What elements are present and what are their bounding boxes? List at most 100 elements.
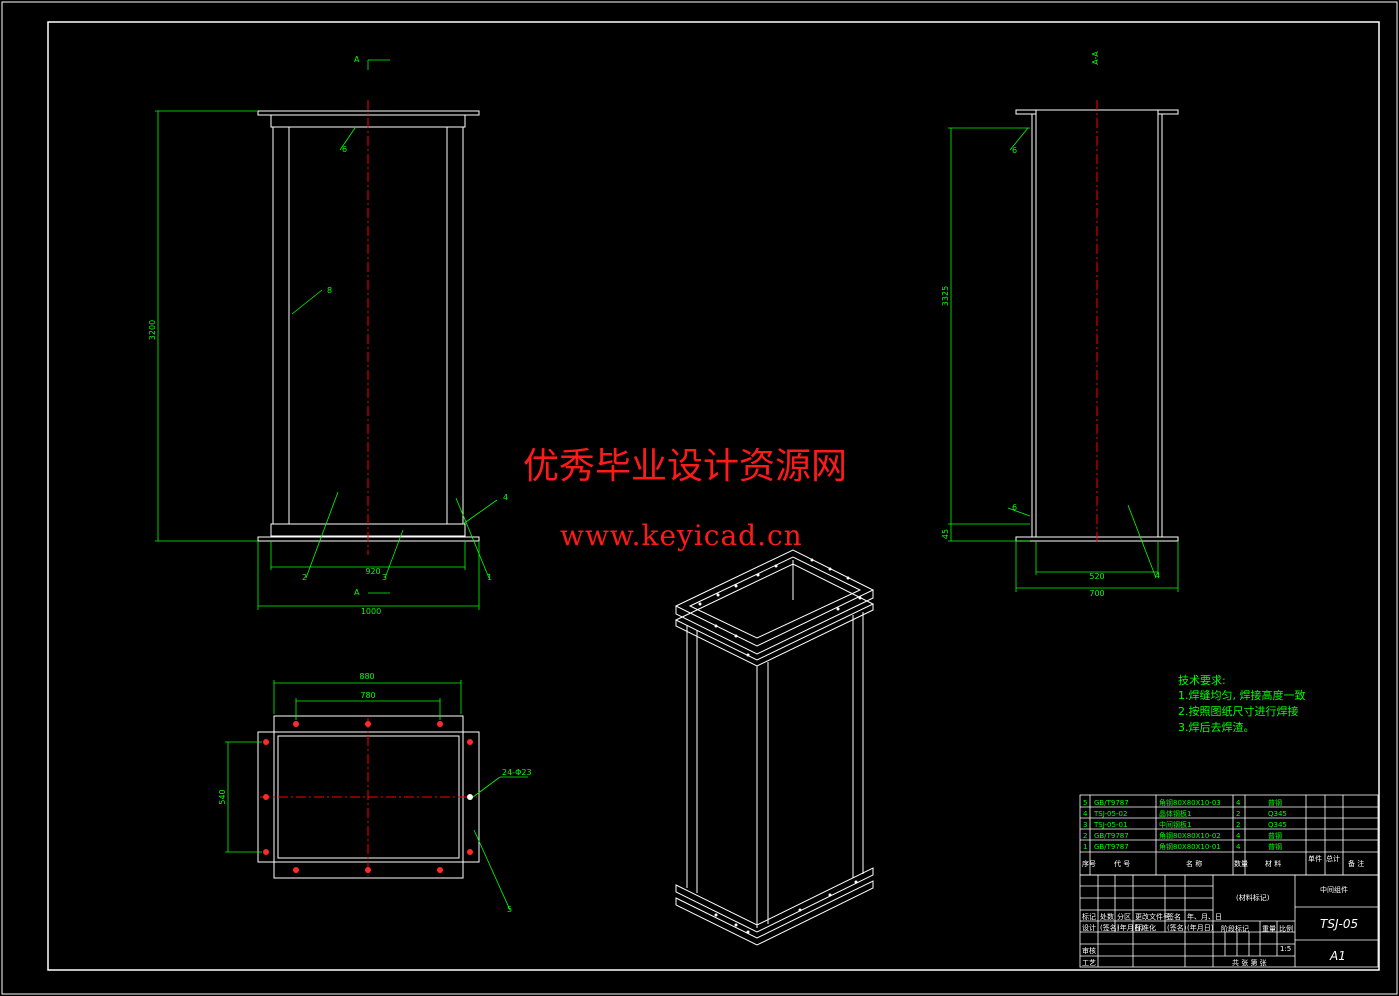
- part-qty: 2: [1236, 810, 1240, 818]
- part-name: 中间钢板1: [1159, 820, 1191, 829]
- side-height-dim: 3325: [941, 286, 950, 306]
- extra-label: (年月日): [1117, 923, 1144, 932]
- balloon-4: 4: [1155, 571, 1160, 580]
- weld-symbol-2: 8: [327, 286, 332, 295]
- extra-label: (年月日): [1187, 923, 1214, 932]
- part-code: TSJ-05-01: [1093, 821, 1127, 829]
- side-weld-symbol-1: 6: [1012, 146, 1017, 155]
- side-offset-dim: 45: [941, 529, 950, 539]
- section-mark-top: A: [354, 55, 360, 64]
- front-view-dimensions: [155, 59, 498, 610]
- part-code: GB/T9787: [1094, 843, 1129, 851]
- hole-callout-marker: [467, 794, 473, 800]
- scale-label: 比例: [1279, 924, 1293, 933]
- part-material: 普钢: [1268, 842, 1282, 851]
- tech-req-title: 技术要求:: [1178, 674, 1226, 687]
- parts-list-rows: 5 GB/T9787 角钢80X80X10-03 4 普钢 4 TSJ-05-0…: [1082, 798, 1364, 868]
- top-outer-width-dim: 880: [359, 672, 374, 681]
- side-inner-width-dim: 520: [1089, 572, 1104, 581]
- part-qty: 4: [1236, 832, 1241, 840]
- part-qty: 4: [1236, 799, 1241, 807]
- isometric-bolt-holes: [698, 558, 862, 934]
- balloon-1: 1: [487, 573, 492, 582]
- part-no: 4: [1083, 810, 1088, 818]
- tech-req-item-2: 2.按照图纸尺寸进行焊接: [1178, 704, 1299, 718]
- weight-label: 重量: [1262, 925, 1276, 933]
- role-label: 分区: [1117, 912, 1131, 921]
- role-label: 处数: [1100, 912, 1114, 921]
- tech-req-item-3: 3.焊后去焊渣。: [1178, 720, 1255, 734]
- parts-header-qty: 数量: [1234, 859, 1248, 868]
- scale-value: 1:5: [1280, 945, 1291, 953]
- part-material: Q345: [1268, 821, 1287, 829]
- part-no: 3: [1083, 821, 1087, 829]
- hole-note: 24-Φ23: [502, 768, 532, 777]
- material-mark: (材料标记): [1236, 893, 1270, 902]
- parts-header-name: 名 称: [1186, 859, 1202, 868]
- part-name-title: 中间组件: [1320, 885, 1348, 894]
- front-inner-width-dim: 920: [365, 567, 380, 576]
- stage-label: 阶段标记: [1221, 924, 1249, 933]
- title-block-grid: [1079, 874, 1379, 968]
- top-hole-pitch-dim: 780: [360, 691, 375, 700]
- part-qty: 2: [1236, 821, 1240, 829]
- role-label: 更改文件号: [1135, 912, 1170, 921]
- side-view: [1015, 109, 1179, 542]
- watermark-title: 优秀毕业设计资源网: [523, 446, 847, 487]
- balloon-3: 3: [382, 573, 387, 582]
- sheet-inner-border: [47, 21, 1380, 971]
- part-no: 2: [1083, 832, 1087, 840]
- extra-label: (签名): [1100, 923, 1120, 932]
- part-code: TSJ-05-02: [1093, 810, 1127, 818]
- part-material: 普钢: [1268, 798, 1282, 807]
- side-section-label: A-A: [1091, 51, 1100, 65]
- section-mark-bottom: A: [354, 588, 360, 597]
- role-label: 年、月、日: [1187, 912, 1222, 921]
- parts-header-note: 备 注: [1348, 859, 1364, 868]
- parts-header-no: 序号: [1082, 859, 1096, 868]
- parts-header-material: 材 料: [1265, 859, 1281, 868]
- role-label: 签名: [1167, 912, 1181, 921]
- drawing-number: TSJ-05: [1320, 917, 1358, 931]
- part-no: 5: [1083, 799, 1087, 807]
- part-name: 晶体钢板1: [1159, 809, 1191, 818]
- side-outer-width-dim: 700: [1089, 589, 1104, 598]
- parts-header-code: 代 号: [1114, 859, 1130, 868]
- role-label: 标记: [1082, 912, 1096, 921]
- part-material: 普钢: [1268, 831, 1282, 840]
- part-qty: 4: [1236, 843, 1241, 851]
- isometric-view: [674, 549, 875, 946]
- side-weld-symbol-2: 6: [1012, 503, 1017, 512]
- balloon-5: 5: [507, 905, 512, 914]
- weld-symbol-1: 6: [342, 145, 347, 154]
- part-code: GB/T9787: [1094, 832, 1129, 840]
- watermark-url: www.keyicad.cn: [560, 519, 803, 552]
- sheet-size: A1: [1329, 949, 1346, 963]
- front-height-dim: 3200: [148, 320, 157, 340]
- tech-req-item-1: 1.焊缝均匀, 焊接高度一致: [1178, 688, 1306, 702]
- part-name: 角钢80X80X10-02: [1159, 831, 1221, 840]
- extra-label: 标准化: [1135, 923, 1156, 932]
- side-view-dimensions: [948, 127, 1179, 592]
- title-block-text: (材料标记) 中间组件 TSJ-05 A1 1:5 阶段标记 重量 比例 共 张…: [1082, 885, 1358, 967]
- extra-label: (签名): [1167, 923, 1187, 932]
- parts-header-weight: 单件: [1308, 854, 1322, 863]
- top-view-dimensions: [225, 680, 528, 911]
- weld-symbol-3: 4: [503, 493, 508, 502]
- part-no: 1: [1083, 843, 1087, 851]
- part-name: 角钢80X80X10-01: [1159, 842, 1221, 851]
- part-material: Q345: [1268, 810, 1287, 818]
- row-label-design: 设计: [1082, 923, 1096, 932]
- row-label-process: 工艺: [1082, 959, 1096, 967]
- top-height-dim: 540: [218, 789, 227, 804]
- sheet-info: 共 张 第 张: [1232, 958, 1267, 967]
- front-outer-width-dim: 1000: [361, 607, 381, 616]
- row-label-review: 审核: [1082, 946, 1096, 955]
- bolt-holes: [263, 721, 473, 873]
- parts-header-total: 总计: [1326, 854, 1340, 863]
- balloon-2: 2: [302, 573, 307, 582]
- part-code: GB/T9787: [1094, 799, 1129, 807]
- part-name: 角钢80X80X10-03: [1159, 798, 1221, 807]
